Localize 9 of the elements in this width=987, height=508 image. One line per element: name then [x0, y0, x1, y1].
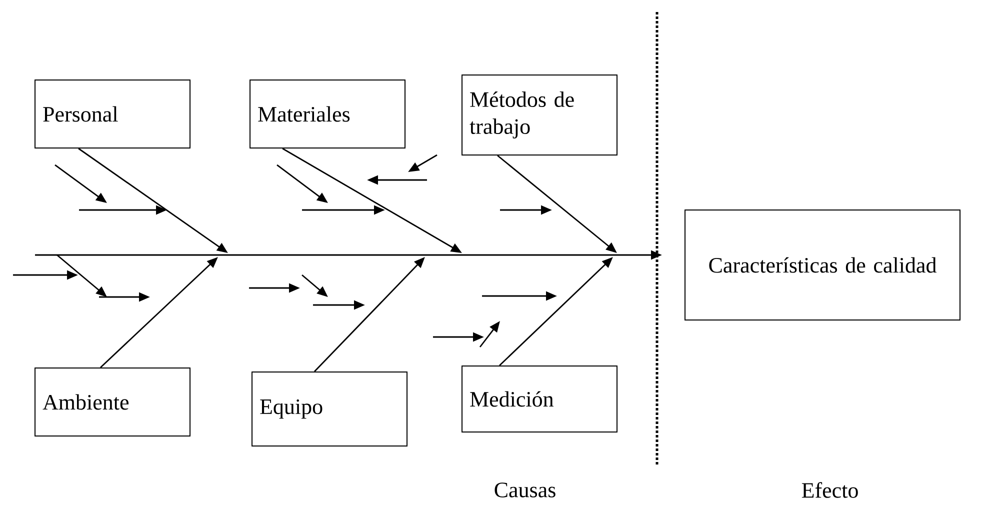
cause-box: Materiales — [250, 80, 406, 148]
effect-box: Características de calidad — [684, 210, 960, 320]
cause-box: Ambiente — [34, 368, 190, 436]
cause-box: Equipo — [252, 372, 408, 446]
section-label: Causas — [494, 482, 556, 498]
cause-box: Métodos de trabajo — [462, 74, 618, 156]
section-label: Efecto — [802, 482, 858, 498]
cause-box: Medición — [462, 366, 618, 432]
cause-box: Personal — [34, 80, 190, 148]
